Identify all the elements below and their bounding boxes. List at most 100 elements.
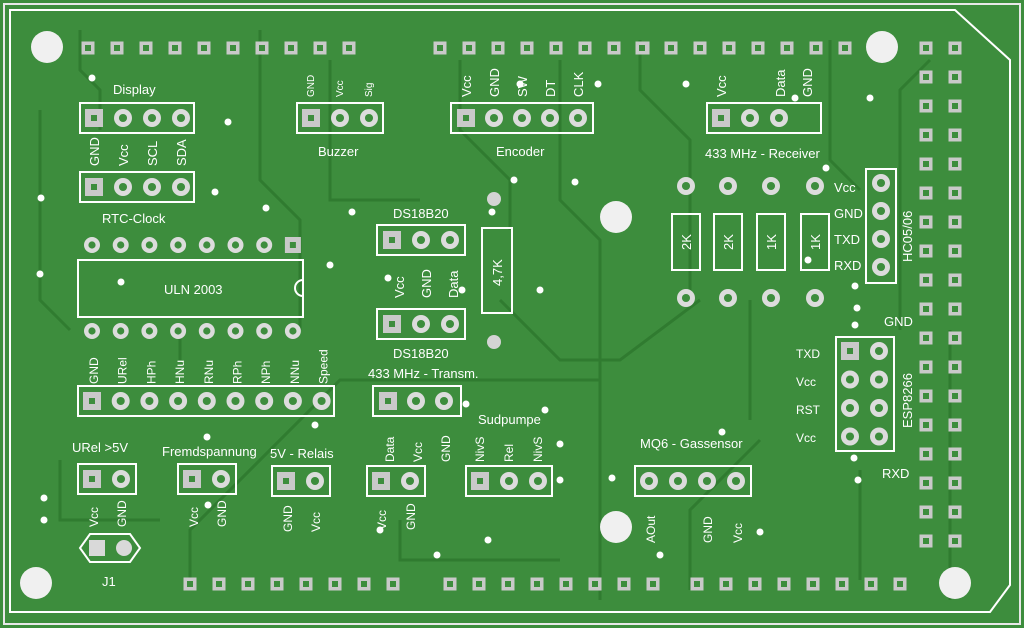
via-15	[510, 176, 518, 184]
via-42	[850, 454, 858, 462]
board-edge	[3, 3, 1021, 625]
j1-pad-1	[89, 540, 105, 556]
right-header-b-pin-5-drill	[952, 161, 958, 167]
uln-header-pin-8-drill	[288, 396, 297, 406]
via-33	[853, 304, 861, 312]
esp-pin-label-0: TXD	[796, 347, 820, 361]
data-pin-labels-0: Vcc	[375, 510, 389, 530]
mq6-pins-pin-4-drill	[731, 476, 741, 486]
bottom-header-pin-22-drill	[839, 581, 845, 587]
right-header-b-pin-8-drill	[952, 248, 958, 254]
top-header-pin-25-drill	[813, 45, 819, 51]
bottom-header-pin-6-drill	[332, 581, 338, 587]
uln-top-pin-4-drill	[174, 241, 182, 249]
transmitter-pin-labels-1: Vcc	[411, 442, 425, 462]
uln-header-pin-7-drill	[260, 396, 269, 406]
right-header-column	[919, 41, 962, 548]
right-header-b-pin-2-drill	[952, 74, 958, 80]
bottom-header-pin-17-drill	[694, 581, 700, 587]
sudpumpe-pins-pin-1-drill	[477, 478, 483, 484]
right-header-b-pin-7-drill	[952, 219, 958, 225]
bottom-header-pin-8-drill	[390, 581, 396, 587]
via-32	[854, 476, 862, 484]
ds-pin-labels-1: GND	[419, 269, 434, 298]
resistor-label-1: 2K	[679, 234, 694, 250]
via-9	[117, 278, 125, 286]
via-43	[756, 528, 764, 536]
hc05-header	[872, 174, 890, 276]
uln-pin-labels-2: HPh	[144, 361, 158, 384]
uln-body	[77, 259, 304, 318]
data-pin-labels-1: GND	[404, 503, 418, 530]
receiver-pin-label-0: Vcc	[714, 75, 729, 97]
transmitter-label: 433 MHz - Transm.	[368, 366, 479, 381]
right-header-a-pin-11-drill	[923, 335, 929, 341]
esp-pin-a-3-drill	[845, 403, 855, 413]
uln-bottom-pin-3-drill	[145, 327, 153, 335]
uln-bottom-pin-4-drill	[174, 327, 182, 335]
rtc-pins-pin-3-drill	[147, 182, 157, 192]
receiver-pins-pin-3-drill	[774, 113, 784, 123]
top-header-pin-16-drill	[582, 45, 588, 51]
ds-bottom-pins-pin-3-drill	[445, 319, 455, 329]
hc05-pins-pin-3-drill	[876, 234, 886, 244]
via-7	[37, 194, 45, 202]
rtc-header-outline	[79, 171, 195, 203]
encoder-header	[457, 109, 587, 127]
via-41	[851, 321, 859, 329]
esp-header	[841, 342, 888, 446]
buzzer-pins-pin-2-drill	[335, 113, 345, 123]
right-header-b-pin-4-drill	[952, 132, 958, 138]
resistor-label-4: 1K	[808, 234, 823, 250]
ds18b20-top-outline	[376, 224, 466, 256]
uln-top-pin-1-drill	[88, 241, 96, 249]
bottom-header-pin-3-drill	[245, 581, 251, 587]
bottom-header-pin-19-drill	[752, 581, 758, 587]
right-header-a-pin-16-drill	[923, 480, 929, 486]
uln-header-outline	[77, 385, 335, 417]
ds-bottom-pins-pin-2-drill	[416, 319, 426, 329]
via-16	[594, 80, 602, 88]
uln-top-pin-8-drill	[289, 242, 296, 248]
relais-pins-pin-1-drill	[283, 478, 289, 484]
transmitter-pins-pin-2-drill	[411, 396, 421, 406]
top-header-pin-14-drill	[524, 45, 530, 51]
bottom-header-pin-20-drill	[781, 581, 787, 587]
mounting-hole-bottom-right	[939, 567, 971, 599]
uln-notch	[294, 279, 304, 297]
rtc-clock-label: RTC-Clock	[102, 211, 166, 226]
uln-header-pin-9-drill	[317, 396, 326, 406]
uln-bottom-pin-7-drill	[260, 327, 268, 335]
resistor-pad-bottom-2-drill	[723, 293, 733, 303]
relais-pin-labels-0: GND	[281, 505, 295, 532]
buzzer-label: Buzzer	[318, 144, 359, 159]
encoder-header-outline	[450, 102, 594, 134]
ds-top-pins-pin-1-drill	[389, 237, 395, 243]
resistor-label-3: 1K	[764, 234, 779, 250]
right-header-b-pin-18-drill	[952, 538, 958, 544]
via-25	[203, 433, 211, 441]
uln-top-pin-6-drill	[231, 241, 240, 249]
right-header-b-pin-13-drill	[952, 393, 958, 399]
right-header-b-pin-1-drill	[952, 45, 958, 51]
via-37	[462, 400, 470, 408]
via-13	[571, 178, 579, 186]
sudpumpe-pin-labels-0: NivS	[473, 437, 487, 462]
rtc-pins-pin-1-drill	[91, 184, 97, 190]
sudpumpe-header	[471, 472, 547, 490]
top-header-pin-6-drill	[230, 45, 236, 51]
esp-pin-label-2: RST	[796, 403, 821, 417]
right-header-a-pin-17-drill	[923, 509, 929, 515]
resistor-body-4	[800, 213, 830, 271]
uln-pin-labels-5: RPh	[231, 361, 245, 384]
right-header-a-pin-14-drill	[923, 422, 929, 428]
resistor-pad-bottom-1-drill	[681, 293, 691, 303]
fremd-pin-labels-1: GND	[215, 500, 229, 527]
uln-pin-labels-3: HNu	[173, 360, 187, 384]
resistor-body-2	[713, 213, 743, 271]
resistor-pad-top-4-drill	[810, 181, 820, 191]
